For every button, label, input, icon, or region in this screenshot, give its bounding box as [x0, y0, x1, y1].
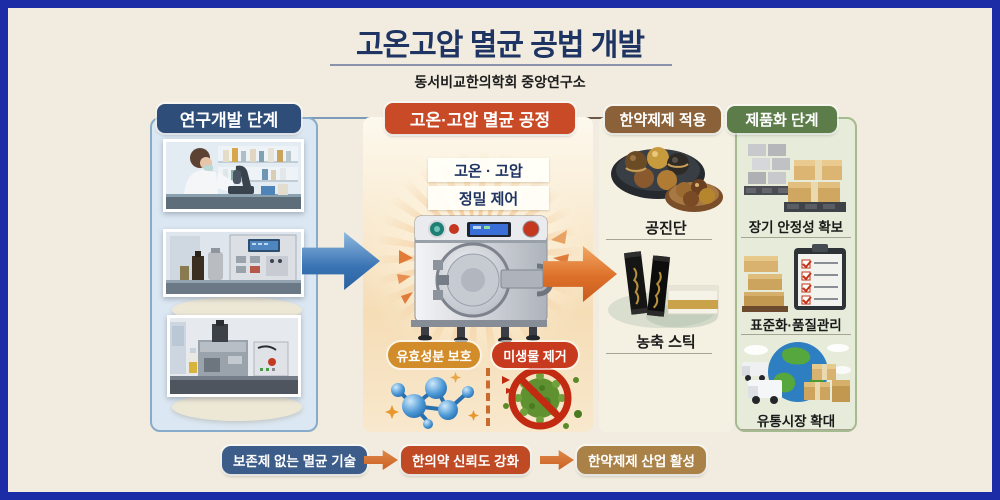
stability-text: 장기 안정성 확보: [748, 220, 844, 235]
title-divider: [330, 64, 672, 66]
flow-pill-trust-reinforcement: 한의약 신뢰도 강화: [401, 446, 530, 474]
condition-bar-temp-pressure: 고온 · 고압: [428, 158, 549, 182]
photo-lab-instruments: [167, 315, 301, 397]
flow-pill-3-label: 한약제제 산업 활성: [588, 454, 695, 469]
header-product-stage: 제품화 단계: [727, 106, 837, 133]
header-product-label: 제품화 단계: [745, 112, 819, 129]
stick-text: 농축 스틱: [636, 334, 696, 351]
flow-pill-industry-activation: 한약제제 산업 활성: [577, 446, 706, 474]
separator: [741, 237, 851, 238]
badge-active-ingredient-protection: 유효성분 보호: [388, 342, 480, 368]
condition-bar-precise-control: 정밀 제어: [428, 186, 549, 210]
flow-pill-1-label: 보존제 없는 멸균 기술: [233, 454, 357, 469]
header-process-label: 고온·고압 멸균 공정: [409, 111, 551, 130]
dashed-divider: [486, 368, 490, 426]
quality-text: 표준화·품질관리: [750, 318, 842, 333]
stick-pack-illustration: [606, 246, 726, 330]
separator: [606, 239, 712, 240]
flow-pill-2-label: 한의약 신뢰도 강화: [412, 454, 519, 469]
molecule-icon: [384, 370, 480, 430]
label-standardization-quality: 표준화·품질관리: [735, 314, 857, 334]
label-gongjindan: 공진단: [599, 217, 733, 238]
header-connector-1: [296, 117, 392, 119]
global-distribution-illustration: [740, 336, 852, 408]
header-application-label: 한약제제 적용: [619, 112, 707, 129]
header-sterilization-process: 고온·고압 멸균 공정: [385, 103, 575, 134]
spark-right-icon: [551, 230, 569, 264]
page-title: 고온고압 멸균 공법 개발: [355, 29, 645, 62]
gongjindan-text: 공진단: [645, 220, 687, 237]
distribution-text: 유통시장 확대: [756, 414, 836, 429]
badge-protect-label: 유효성분 보호: [396, 348, 472, 364]
decor-ellipse-bottom: [172, 393, 302, 421]
condition-temp-pressure-label: 고온 · 고압: [454, 162, 523, 180]
no-microbe-icon: [496, 362, 584, 432]
photo-lab-researcher: [163, 139, 304, 212]
condition-precise-control-label: 정밀 제어: [458, 190, 519, 208]
badge-remove-label: 미생물 제거: [503, 348, 567, 364]
spark-left-icon: [397, 250, 413, 304]
lab-instruments-illustration: [170, 318, 298, 394]
separator: [741, 334, 851, 335]
label-long-term-stability: 장기 안정성 확보: [735, 216, 857, 236]
lab-equipment-illustration: [166, 232, 301, 294]
badge-microbe-removal: 미생물 제거: [492, 342, 578, 368]
stacked-boxes-illustration: [742, 134, 850, 214]
header-herbal-application: 한약제제 적용: [605, 106, 721, 133]
quality-checklist-illustration: [742, 242, 850, 312]
separator: [606, 353, 712, 354]
gongjindan-illustration: [606, 136, 726, 216]
separator: [741, 429, 851, 430]
flow-pill-preservative-free: 보존제 없는 멸균 기술: [222, 446, 368, 474]
page-subtitle: 동서비교한의학회 중앙연구소: [414, 74, 586, 90]
header-research-label: 연구개발 단계: [179, 111, 279, 130]
header-research-stage: 연구개발 단계: [157, 104, 301, 133]
label-distribution-expansion: 유통시장 확대: [735, 410, 857, 430]
lab-researcher-illustration: [166, 142, 301, 209]
photo-lab-equipment: [163, 229, 304, 297]
autoclave-machine-illustration: [397, 212, 569, 342]
label-concentrate-stick: 농축 스틱: [599, 331, 733, 352]
